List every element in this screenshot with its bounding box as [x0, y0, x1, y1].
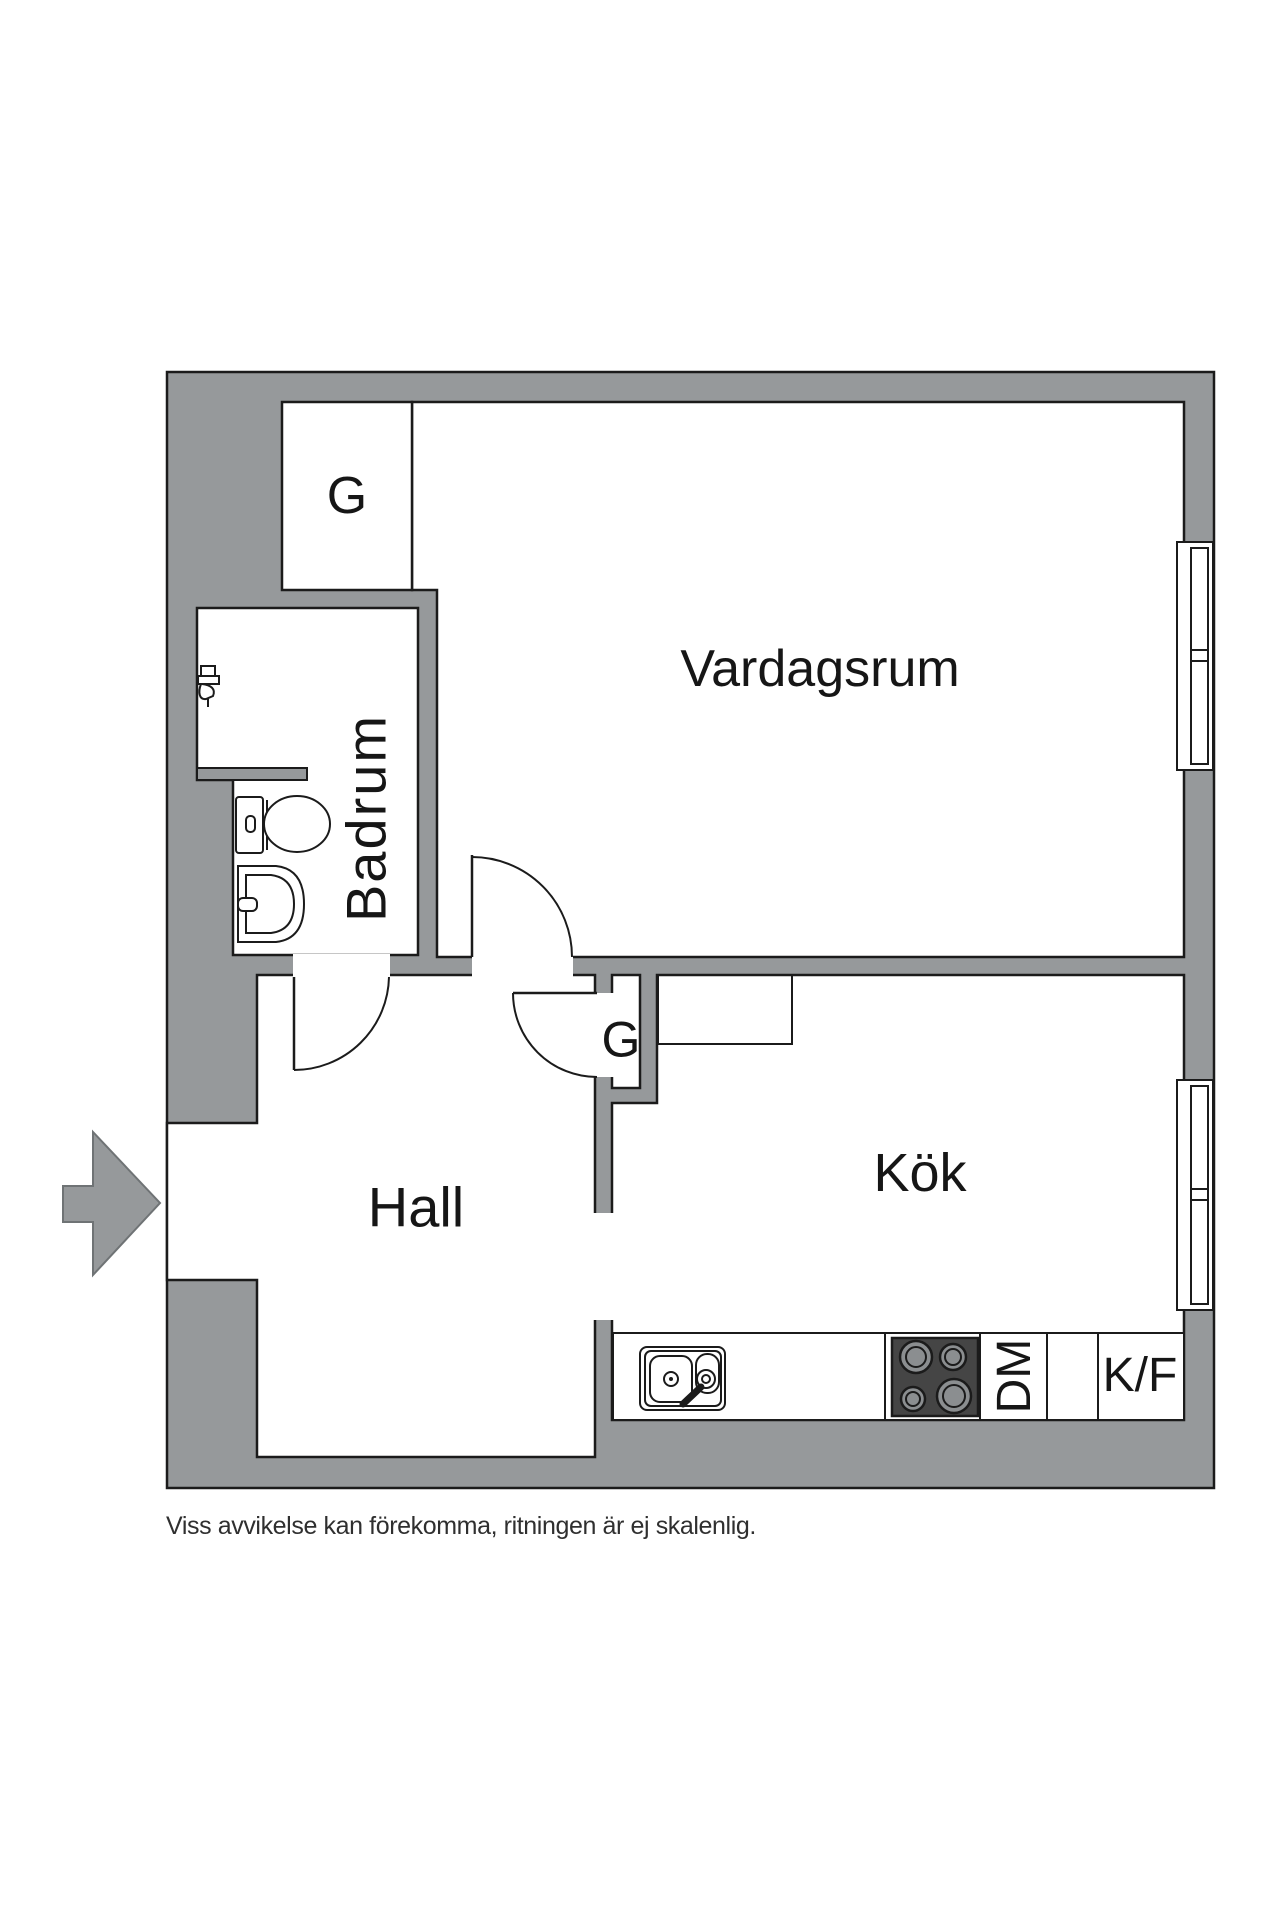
- fridge-freezer-label: K/F: [1103, 1349, 1178, 1402]
- dishwasher-label: DM: [988, 1339, 1041, 1414]
- living-room-doorway: [472, 954, 573, 977]
- bathroom-wall-stub: [196, 767, 308, 781]
- kitchen-cabinet-box: [657, 974, 793, 1045]
- bathroom-doorway: [293, 954, 390, 977]
- wardrobe-middle-door: [512, 991, 598, 1078]
- kitchen-sink-icon: [639, 1346, 726, 1411]
- living-room-label: Vardagsrum: [680, 640, 959, 698]
- hall-label: Hall: [368, 1176, 464, 1239]
- stove-icon: [890, 1336, 980, 1418]
- washbasin-icon: [237, 865, 306, 943]
- wardrobe-top-label: G: [327, 467, 367, 525]
- hall-kitchen-opening: [593, 1213, 614, 1320]
- bathroom-label: Badrum: [335, 714, 398, 922]
- kitchen-label: Kök: [873, 1143, 967, 1203]
- kitchen-window: [1176, 1079, 1214, 1311]
- wardrobe-top-floor: [280, 400, 414, 592]
- faucet-icon: [197, 665, 220, 707]
- wardrobe-middle-doorway: [593, 993, 614, 1077]
- hall-floor: [165, 973, 597, 1459]
- living-room-door: [470, 855, 573, 958]
- bathroom-door: [292, 976, 390, 1071]
- wardrobe-middle-floor: [610, 973, 642, 1090]
- entry-arrow-icon: [62, 1129, 162, 1278]
- wardrobe-middle-label: G: [602, 1012, 641, 1068]
- living-room-window: [1176, 541, 1214, 771]
- disclaimer-caption: Viss avvikelse kan förekomma, ritningen …: [166, 1512, 756, 1540]
- toilet-icon: [235, 795, 331, 854]
